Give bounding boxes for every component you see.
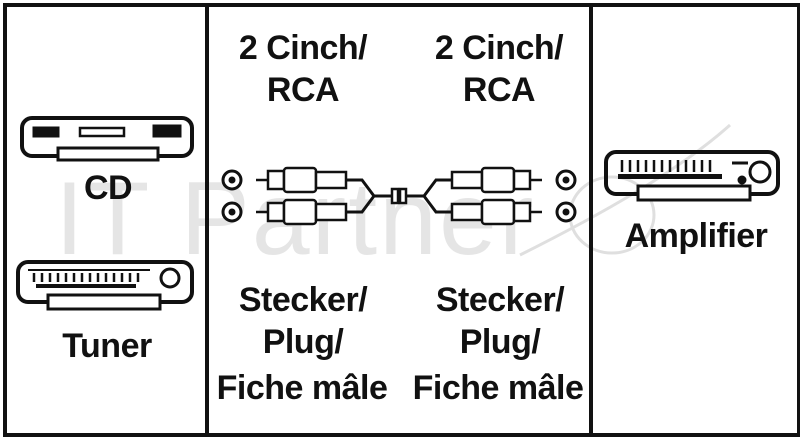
cd-label: CD (83, 169, 133, 207)
left-connector-title-line1: 2 Cinch/ (238, 29, 368, 67)
divider-right (589, 3, 593, 433)
divider-left (205, 3, 209, 433)
amplifier-label: Amplifier (624, 217, 768, 255)
right-plug-line1: Stecker/ (435, 281, 565, 319)
left-plug-line3: Fiche mâle (216, 369, 388, 407)
right-connector-title-line1: 2 Cinch/ (434, 29, 564, 67)
tuner-label: Tuner (62, 327, 152, 365)
left-plug-line2: Plug/ (262, 323, 344, 361)
right-plug-line3: Fiche mâle (412, 369, 584, 407)
left-connector-title-line2: RCA (266, 71, 340, 109)
diagram-frame (3, 3, 800, 437)
right-connector-title-line2: RCA (462, 71, 536, 109)
left-plug-line1: Stecker/ (238, 281, 368, 319)
right-plug-line2: Plug/ (459, 323, 541, 361)
